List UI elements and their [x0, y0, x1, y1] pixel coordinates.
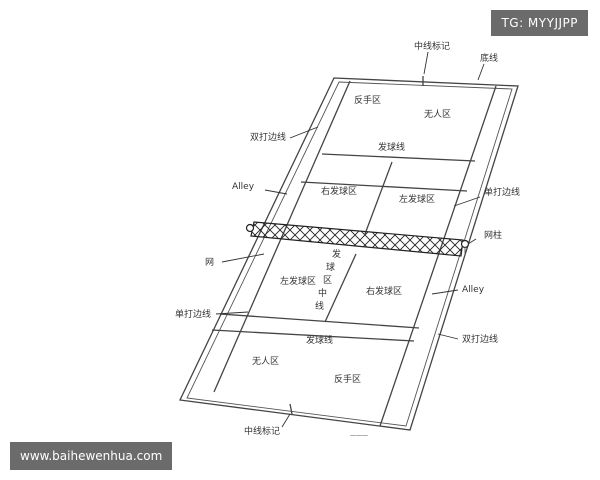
- label-backhand-top: 反手区: [354, 94, 381, 106]
- svg-text:中: 中: [318, 287, 327, 299]
- service-line-top: [321, 153, 476, 162]
- label-alley-left: Alley: [232, 182, 255, 192]
- net-post-left: [245, 223, 255, 233]
- label-net: 网: [205, 257, 214, 268]
- label-alley-right: Alley: [462, 285, 485, 295]
- label-singles-sideline-left: 单打边线: [175, 308, 211, 320]
- label-baseline: 底线: [480, 52, 498, 64]
- label-doubles-sideline-right: 双打边线: [462, 333, 498, 345]
- short-service-line-top: [300, 181, 468, 192]
- label-backhand-bottom: 反手区: [334, 373, 361, 385]
- court-outline-inner: [186, 81, 513, 427]
- svg-text:线: 线: [315, 300, 324, 312]
- watermark-bottom-left: www.baihewenhua.com: [10, 442, 173, 470]
- center-line-bottom: [324, 253, 357, 323]
- label-baseline-bottom: 一一一: [350, 433, 368, 440]
- label-right-service-top: 右发球区: [321, 185, 357, 197]
- label-center-service-line: 发 球 区 中 线: [315, 248, 341, 312]
- svg-text:发: 发: [332, 248, 341, 260]
- label-no-man-bottom: 无人区: [252, 356, 279, 367]
- label-left-service-top: 左发球区: [399, 193, 435, 205]
- label-singles-sideline-right: 单打边线: [484, 186, 520, 198]
- center-mark-bottom-tick: [289, 403, 293, 415]
- center-line-top: [364, 161, 393, 235]
- label-doubles-sideline-left: 双打边线: [250, 131, 286, 143]
- svg-text:球: 球: [326, 261, 335, 273]
- singles-sideline-right: [379, 85, 497, 427]
- short-service-line-bottom: [219, 313, 420, 329]
- label-net-post: 网柱: [484, 229, 502, 241]
- annotation-arrows: [215, 51, 485, 428]
- watermark-top-right: TG: MYYJJPP: [491, 10, 588, 36]
- court-outline: [179, 77, 519, 431]
- label-no-man-top: 无人区: [424, 109, 451, 120]
- net: [250, 221, 464, 257]
- net-post-right: [460, 239, 470, 249]
- label-service-line-top: 发球线: [378, 141, 405, 153]
- label-center-mark-bottom: 中线标记: [244, 425, 280, 437]
- svg-text:区: 区: [323, 275, 332, 286]
- label-center-mark-top: 中线标记: [414, 40, 450, 52]
- service-line-bottom: [211, 329, 415, 342]
- label-right-service-bottom: 右发球区: [366, 285, 402, 297]
- label-service-line-bottom: 发球线: [306, 334, 333, 346]
- label-left-service-bottom: 左发球区: [280, 275, 316, 287]
